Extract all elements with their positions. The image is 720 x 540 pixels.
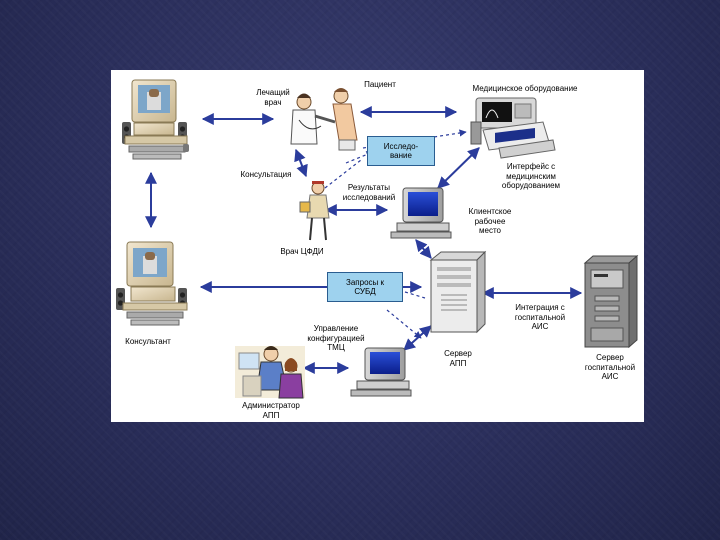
equipment-interface-label: Интерфейс с медицинским оборудованием: [501, 162, 561, 190]
arrow-doctor-cfdi: [294, 148, 308, 178]
patient-label: Пациент: [364, 80, 396, 89]
dashed-cfdi-research: [324, 159, 362, 189]
cfdi-doctor-icon: [299, 181, 330, 241]
consultation-label: Консультация: [240, 170, 292, 179]
attending-doctor-label: Лечащий врач: [256, 88, 290, 107]
client-computer-icon: [390, 187, 452, 239]
dashed-config-server: [386, 309, 422, 339]
hospital-server-label: Сервер госпитальной АИС: [584, 353, 636, 381]
config-management-label: Управление конфигурацией ТМЦ: [307, 324, 365, 352]
consultant-workstation-icon-top: [122, 79, 189, 160]
app-server-icon: [429, 250, 487, 334]
app-admin-label: Администратор АПП: [242, 401, 300, 420]
research-results-label: Результаты исследований: [342, 183, 396, 202]
dbms-box: Запросы к СУБД: [327, 272, 403, 302]
medical-equipment-icon: [470, 97, 556, 159]
dashed-research-equipment: [362, 129, 467, 149]
integration-label: Интеграция с госпитальной АИС: [514, 303, 566, 331]
doctor-patient-icon: [290, 88, 358, 151]
app-server-label: Сервер АПП: [444, 349, 472, 368]
research-box: Исследо- вание: [367, 136, 435, 166]
arrow-admin-server: [403, 325, 432, 351]
dashed-dbms-server: [404, 291, 426, 299]
diagram-canvas: [116, 79, 639, 399]
consultant-label: Консультант: [125, 337, 171, 346]
diagram-panel: Лечащий врач Пациент Медицинское оборудо…: [111, 70, 644, 422]
client-workstation-label: Клиентское рабочее место: [468, 207, 512, 235]
hospital-server-icon: [583, 254, 639, 349]
arrow-client-server: [415, 239, 432, 259]
arrow-equipment-client: [437, 147, 480, 189]
medical-equipment-label: Медицинское оборудование: [472, 84, 578, 93]
consultant-workstation-icon-bottom: [116, 241, 188, 326]
cfdi-doctor-label: Врач ЦФДИ: [280, 247, 324, 256]
admin-computer-icon: [350, 347, 412, 397]
admin-people-icon: [235, 346, 305, 399]
